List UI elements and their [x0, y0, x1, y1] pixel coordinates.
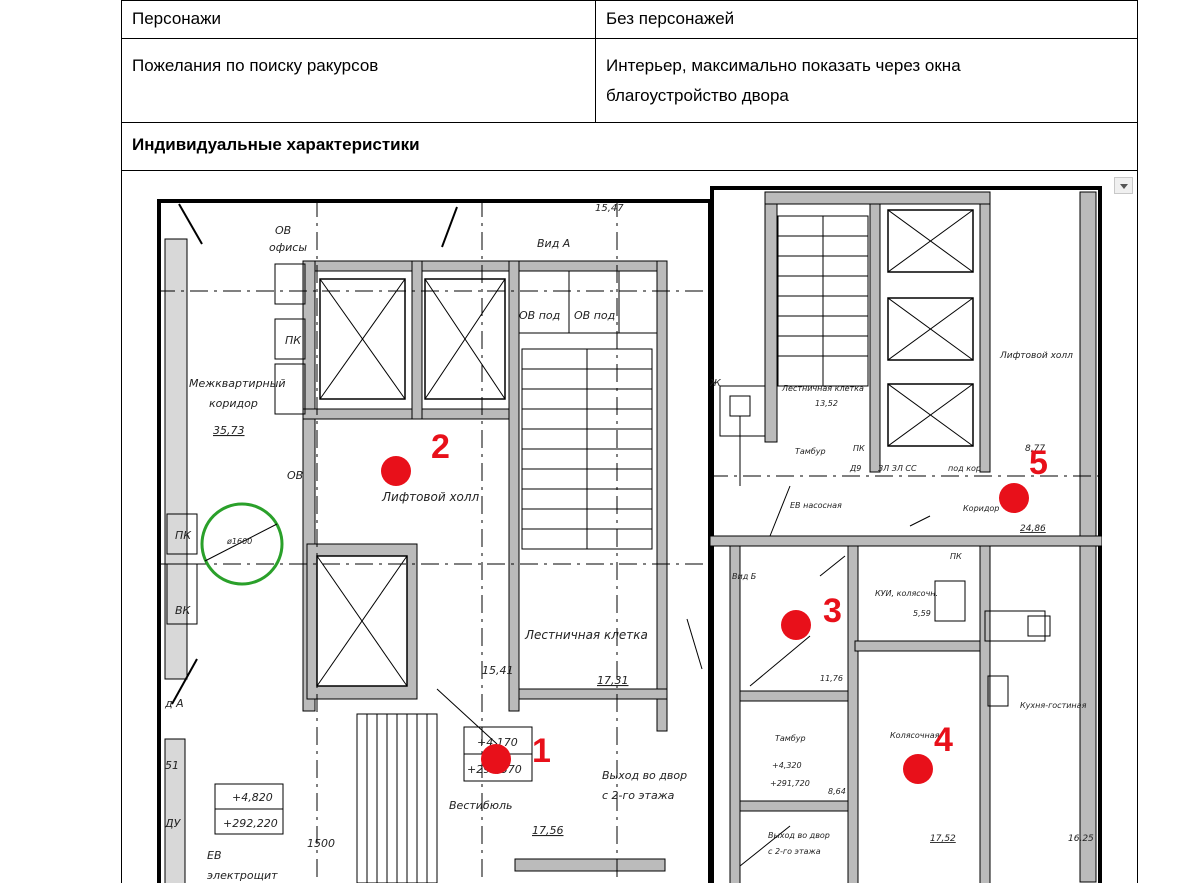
- label-area-1176: 11,76: [820, 674, 843, 683]
- table-column-divider: [595, 0, 596, 122]
- label-eb-nasos: ЕВ насосная: [790, 501, 842, 510]
- label-pk-r: ПК: [853, 444, 865, 453]
- label-area-559: 5,59: [913, 609, 931, 618]
- label-pod-kor: под кор: [948, 464, 981, 473]
- label-vestibul: Вестибюль: [449, 799, 512, 812]
- dropdown-arrow-icon[interactable]: [1114, 177, 1133, 194]
- camera-marker-number-3: 3: [823, 592, 842, 630]
- table-divider: [121, 122, 1138, 123]
- label-level-r: +4,320: [772, 761, 802, 770]
- label-dim-1500: 1500: [307, 837, 335, 850]
- label-area-1752: 17,52: [930, 834, 956, 844]
- label-koridor-r: Коридор: [963, 504, 999, 513]
- camera-marker-number-4: 4: [934, 721, 953, 759]
- label-vid-b: Вид Б: [732, 572, 757, 581]
- camera-marker-4[interactable]: [903, 754, 933, 784]
- row-value-characters: Без персонажей: [606, 9, 735, 28]
- label-zl: ЗЛ ЗЛ СС: [878, 464, 917, 473]
- label-elektroschit: электрощит: [207, 869, 278, 882]
- table-border-right: [1137, 0, 1138, 883]
- label-vid-a-2: д А: [164, 697, 184, 710]
- label-pk: ПК: [285, 334, 302, 347]
- floor-plan-left: ОВ офисы Вид А 15,47 ОВ под ОВ под ПК ПК…: [157, 199, 712, 883]
- label-ov-2: ОВ: [287, 469, 303, 482]
- label-tambur: Тамбур: [795, 447, 826, 456]
- label-ov-pod-1: ОВ под: [519, 309, 560, 322]
- table-border-left: [121, 0, 122, 883]
- label-d9: Д9: [849, 464, 861, 473]
- label-51: 51: [165, 759, 179, 772]
- camera-marker-number-5: 5: [1029, 444, 1048, 482]
- camera-marker-2[interactable]: [381, 456, 411, 486]
- label-zh: Ж: [710, 378, 722, 389]
- row-label-angles: Пожелания по поиску ракурсов: [132, 56, 379, 75]
- label-circle-dim: ø1600: [226, 537, 252, 546]
- label-exit-r-2: с 2-го этажа: [768, 847, 821, 856]
- label-pk2-r: ПК: [950, 552, 962, 561]
- label-pk-2: ПК: [175, 529, 192, 542]
- label-du: ДУ: [164, 817, 182, 830]
- label-area-1756: 17,56: [532, 824, 564, 837]
- row-label-characters: Персонажи: [132, 9, 221, 28]
- label-mezhkv: Межквартирный: [189, 377, 286, 390]
- label-ov: ОВ: [275, 224, 291, 237]
- label-tambur-2: Тамбур: [775, 734, 806, 743]
- turning-circle-icon: [200, 502, 284, 586]
- label-vk: ВК: [175, 604, 192, 617]
- table-border-top: [121, 0, 1138, 1]
- label-level-2b: +292,220: [223, 817, 278, 830]
- label-area-1541: 15,41: [482, 664, 514, 677]
- label-15: 15,47: [595, 203, 624, 214]
- label-lift-hall-r: Лифтовой холл: [999, 351, 1073, 361]
- label-level-2: +4,820: [232, 791, 273, 804]
- label-area-stair: 17,31: [597, 674, 629, 687]
- label-exit-r-1: Выход во двор: [768, 831, 830, 840]
- label-koridor: коридор: [209, 397, 258, 410]
- label-lift-hall: Лифтовой холл: [381, 490, 480, 504]
- label-area-2486: 24,86: [1020, 524, 1046, 534]
- label-vid-a: Вид А: [537, 237, 570, 250]
- label-ofisy: офисы: [269, 241, 307, 254]
- label-area-1352: 13,52: [815, 399, 838, 408]
- label-kui: КУИ, колясочн.: [875, 589, 938, 598]
- row-value-angles-line2: благоустройство двора: [606, 86, 789, 105]
- camera-marker-3[interactable]: [781, 610, 811, 640]
- row-value-angles-line1: Интерьер, максимально показать через окн…: [606, 56, 961, 75]
- label-exit-2: с 2-го этажа: [602, 789, 675, 802]
- label-level-rb: +291,720: [770, 779, 810, 788]
- label-area-corridor: 35,73: [213, 424, 245, 437]
- label-stair-r: Лестничная клетка: [781, 384, 864, 393]
- section-header: Индивидуальные характеристики: [132, 135, 420, 154]
- label-area-877: 8,77: [1025, 444, 1045, 454]
- floor-plan-right-drawing: Лифтовой холл Лестничная клетка 13,52 Та…: [710, 186, 1102, 883]
- table-divider: [121, 38, 1138, 39]
- label-kolyas: Колясочная: [890, 731, 940, 740]
- label-area-1625: 16,25: [1068, 834, 1094, 844]
- label-ov-pod-2: ОВ под: [574, 309, 615, 322]
- camera-marker-5[interactable]: [999, 483, 1029, 513]
- label-exit-1: Выход во двор: [602, 769, 687, 782]
- label-stair: Лестничная клетка: [524, 628, 648, 642]
- label-kuhnya: Кухня-гостиная: [1020, 701, 1087, 710]
- camera-marker-number-1: 1: [532, 732, 551, 770]
- label-area-864: 8,64: [828, 787, 846, 796]
- label-eb: ЕВ: [207, 849, 222, 862]
- characteristics-table: Персонажи Без персонажей Пожелания по по…: [121, 0, 1138, 883]
- table-divider: [121, 170, 1138, 171]
- camera-marker-number-2: 2: [431, 428, 450, 466]
- camera-marker-1[interactable]: [481, 744, 511, 774]
- floor-plan-left-drawing: ОВ офисы Вид А 15,47 ОВ под ОВ под ПК ПК…: [157, 199, 712, 883]
